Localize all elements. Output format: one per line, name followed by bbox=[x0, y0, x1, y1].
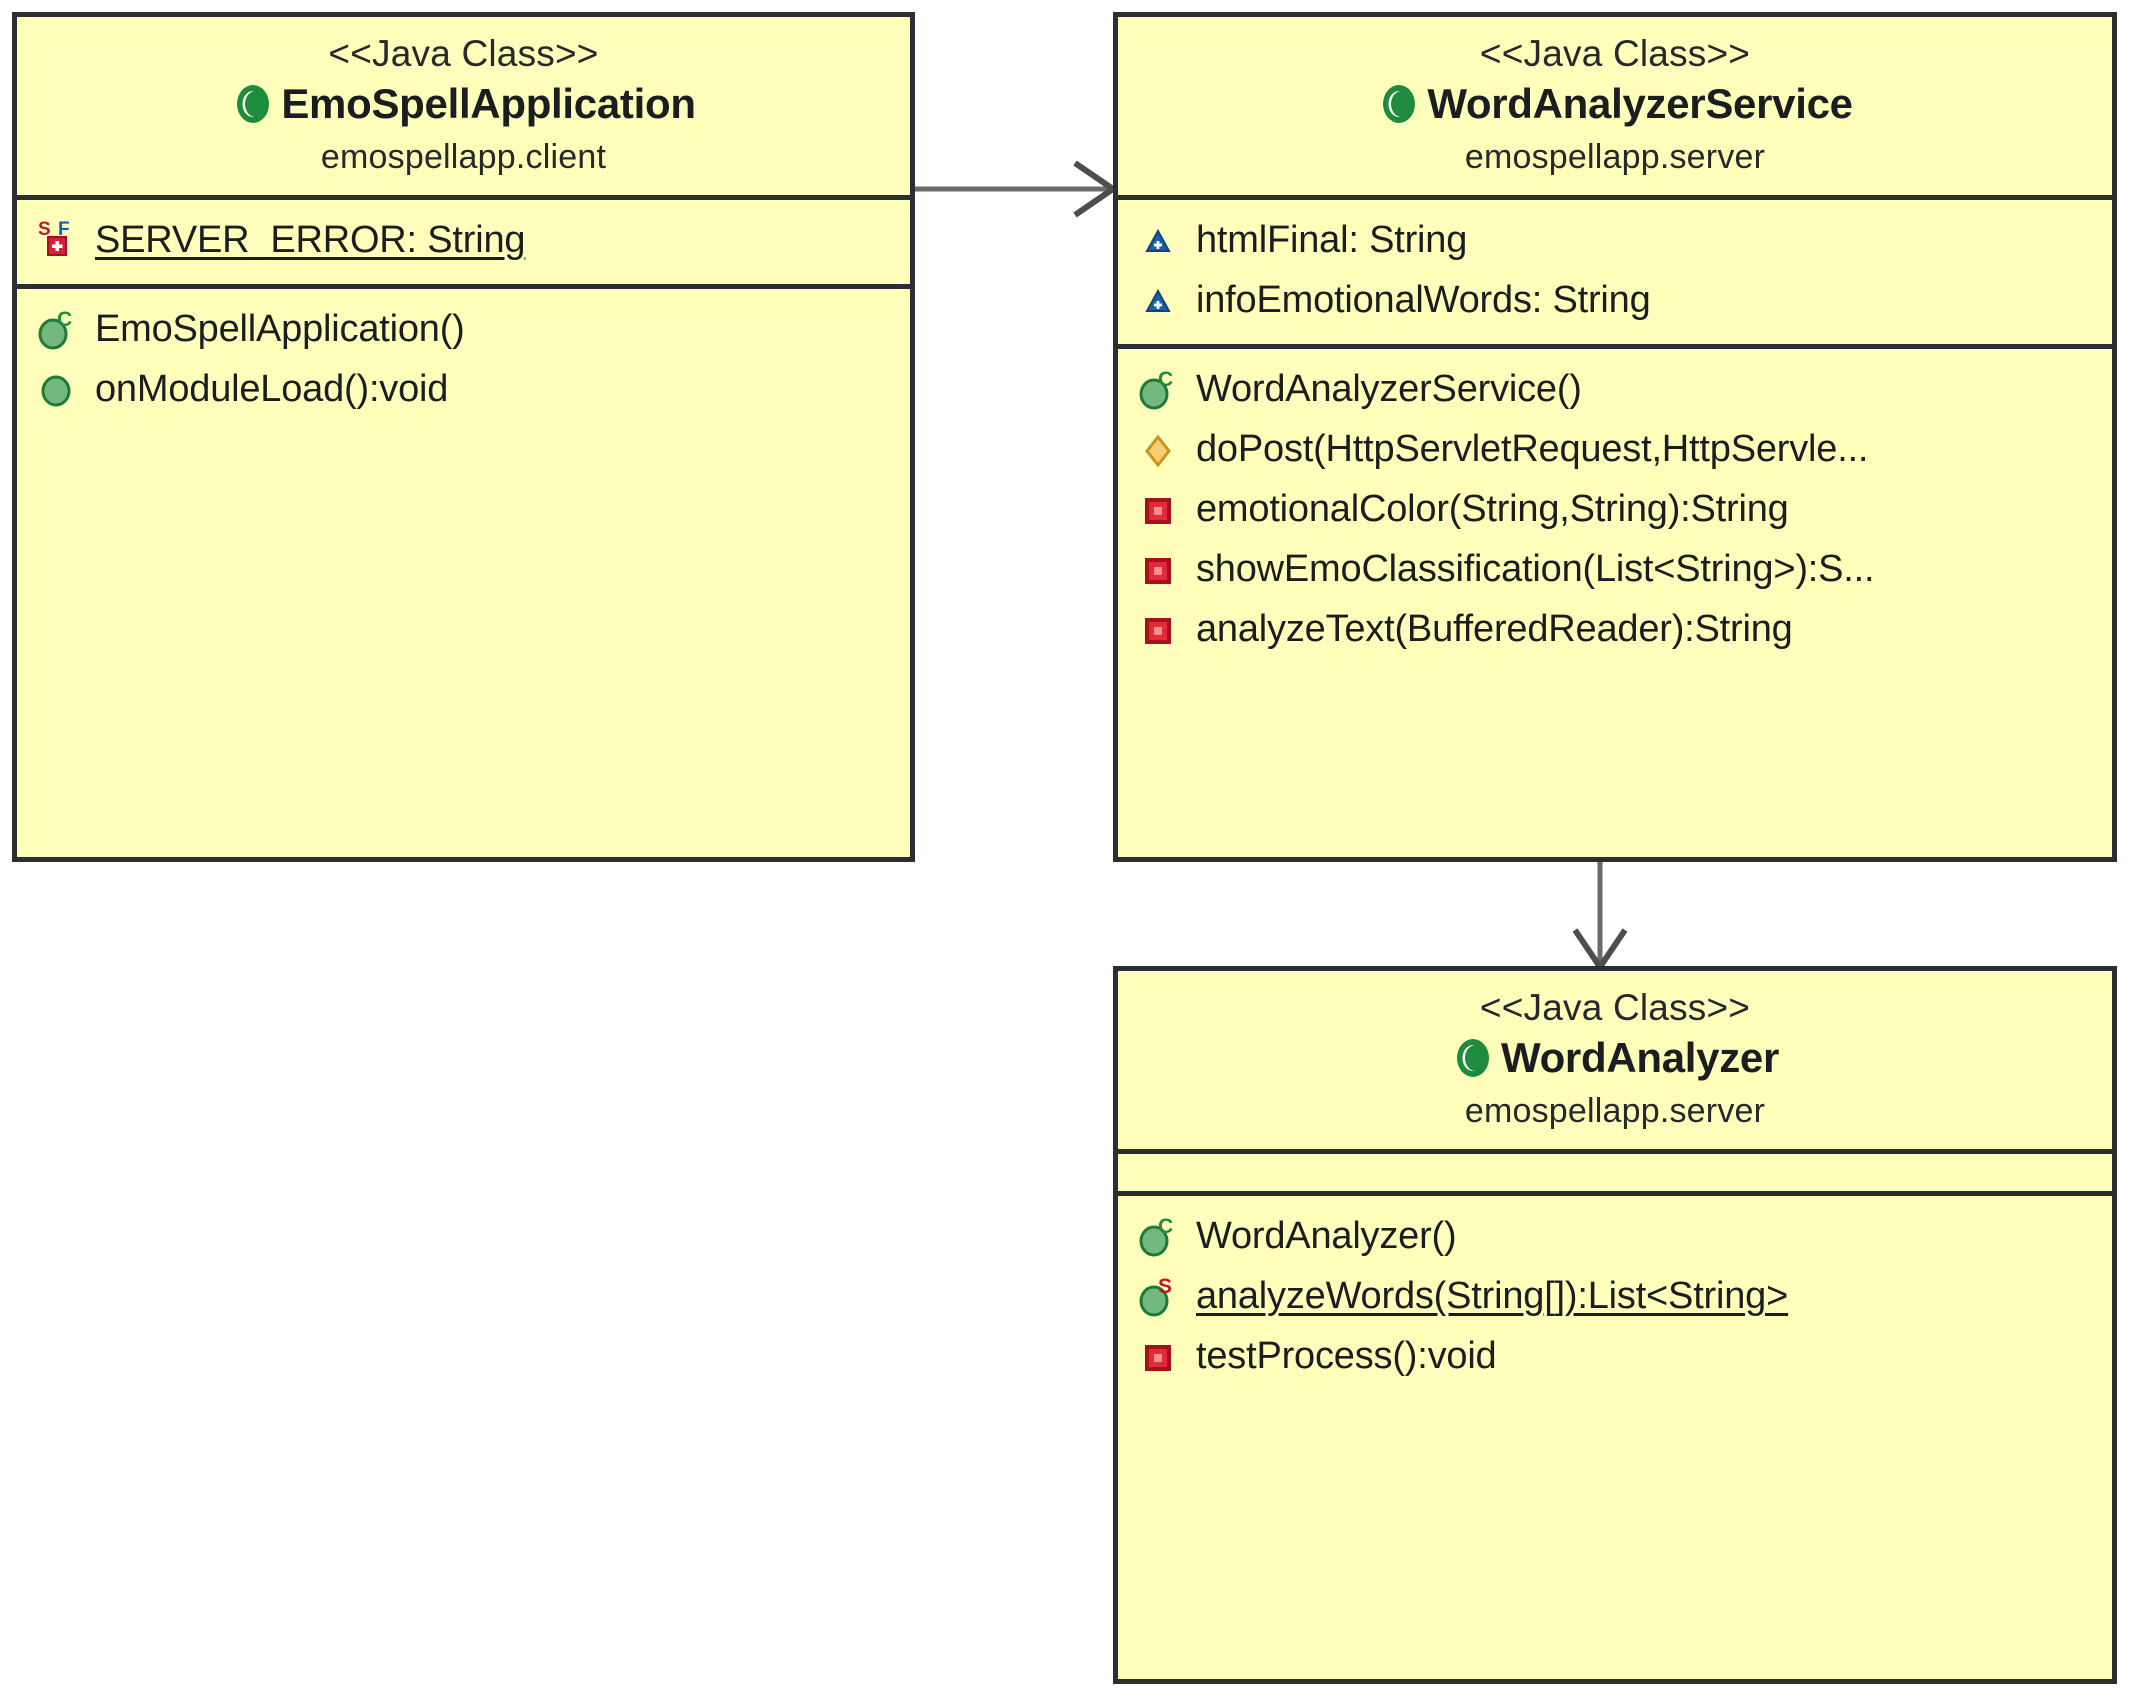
class-package: emospellapp.server bbox=[1464, 138, 1766, 177]
field-row[interactable]: htmlFinal: String bbox=[1118, 210, 2112, 270]
class-stereotype: <<Java Class>> bbox=[1479, 33, 1751, 74]
method-row[interactable]: C WordAnalyzerService() bbox=[1118, 359, 2112, 419]
field-label: SERVER_ERROR: String bbox=[95, 218, 526, 261]
connector-app-to-service bbox=[915, 160, 1119, 218]
class-header-emospellapplication: <<Java Class>> EmoSpellApplication emosp… bbox=[17, 17, 910, 195]
fields-compartment-wordanalyzerservice: htmlFinal: String infoEmotionalWords: St… bbox=[1118, 195, 2112, 344]
class-header-wordanalyzer: <<Java Class>> WordAnalyzer emospellapp.… bbox=[1118, 971, 2112, 1149]
svg-text:S: S bbox=[38, 219, 51, 240]
method-row[interactable]: doPost(HttpServletRequest,HttpServle... bbox=[1118, 419, 2112, 479]
class-title-row: WordAnalyzerService bbox=[1128, 80, 2102, 128]
public-constructor-icon: C bbox=[1138, 367, 1182, 411]
method-label: onModuleLoad():void bbox=[95, 367, 449, 410]
method-label: analyzeWords(String[]):List<String> bbox=[1196, 1274, 1789, 1317]
class-box-wordanalyzerservice[interactable]: <<Java Class>> WordAnalyzerService emosp… bbox=[1113, 12, 2117, 862]
method-row[interactable]: analyzeText(BufferedReader):String bbox=[1118, 599, 2112, 659]
green-class-icon bbox=[1377, 82, 1421, 126]
public-static-method-icon: S bbox=[1138, 1274, 1182, 1318]
method-label: WordAnalyzer() bbox=[1196, 1214, 1457, 1257]
class-package: emospellapp.server bbox=[1464, 1092, 1766, 1131]
public-method-icon bbox=[37, 367, 81, 411]
fields-compartment-emospellapplication: S F SERVER_ERROR: String bbox=[17, 195, 910, 284]
public-constructor-icon: C bbox=[1138, 1214, 1182, 1258]
protected-method-icon bbox=[1138, 427, 1182, 471]
method-row[interactable]: C WordAnalyzer() bbox=[1118, 1206, 2112, 1266]
class-header-wordanalyzerservice: <<Java Class>> WordAnalyzerService emosp… bbox=[1118, 17, 2112, 195]
class-title-row: EmoSpellApplication bbox=[27, 80, 900, 128]
private-method-icon bbox=[1138, 607, 1182, 651]
method-row[interactable]: S analyzeWords(String[]):List<String> bbox=[1118, 1266, 2112, 1326]
green-class-icon bbox=[231, 82, 275, 126]
private-method-icon bbox=[1138, 1334, 1182, 1378]
method-label: WordAnalyzerService() bbox=[1196, 367, 1582, 410]
static-final-field-icon: S F bbox=[37, 218, 81, 262]
class-box-emospellapplication[interactable]: <<Java Class>> EmoSpellApplication emosp… bbox=[12, 12, 915, 862]
fields-compartment-wordanalyzer bbox=[1118, 1149, 2112, 1191]
class-box-wordanalyzer[interactable]: <<Java Class>> WordAnalyzer emospellapp.… bbox=[1113, 966, 2117, 1684]
method-row[interactable]: C EmoSpellApplication() bbox=[17, 299, 910, 359]
method-label: doPost(HttpServletRequest,HttpServle... bbox=[1196, 427, 1869, 470]
method-label: analyzeText(BufferedReader):String bbox=[1196, 607, 1793, 650]
protected-field-icon bbox=[1138, 278, 1182, 322]
class-stereotype: <<Java Class>> bbox=[328, 33, 599, 74]
method-label: emotionalColor(String,String):String bbox=[1196, 487, 1789, 530]
method-label: testProcess():void bbox=[1196, 1334, 1497, 1377]
field-label: htmlFinal: String bbox=[1196, 218, 1468, 261]
svg-text:C: C bbox=[57, 308, 72, 331]
private-method-icon bbox=[1138, 547, 1182, 591]
public-constructor-icon: C bbox=[37, 307, 81, 351]
class-name: EmoSpellApplication bbox=[281, 80, 696, 128]
field-label: infoEmotionalWords: String bbox=[1196, 278, 1651, 321]
green-class-icon bbox=[1451, 1036, 1495, 1080]
protected-field-icon bbox=[1138, 218, 1182, 262]
method-label: showEmoClassification(List<String>):S... bbox=[1196, 547, 1875, 590]
svg-text:S: S bbox=[1158, 1275, 1172, 1298]
method-row[interactable]: emotionalColor(String,String):String bbox=[1118, 479, 2112, 539]
methods-compartment-wordanalyzerservice: C WordAnalyzerService() doPost(HttpServl… bbox=[1118, 344, 2112, 857]
method-row[interactable]: onModuleLoad():void bbox=[17, 359, 910, 419]
method-row[interactable]: showEmoClassification(List<String>):S... bbox=[1118, 539, 2112, 599]
method-label: EmoSpellApplication() bbox=[95, 307, 465, 350]
svg-text:C: C bbox=[1158, 1215, 1173, 1238]
class-name: WordAnalyzerService bbox=[1427, 80, 1853, 128]
connector-service-to-analyzer bbox=[1572, 860, 1628, 973]
class-title-row: WordAnalyzer bbox=[1128, 1034, 2102, 1082]
class-name: WordAnalyzer bbox=[1500, 1034, 1779, 1082]
methods-compartment-emospellapplication: C EmoSpellApplication() onModuleLoad():v… bbox=[17, 284, 910, 857]
svg-text:F: F bbox=[58, 219, 70, 240]
field-row[interactable]: S F SERVER_ERROR: String bbox=[17, 210, 910, 270]
class-stereotype: <<Java Class>> bbox=[1479, 987, 1751, 1028]
field-row[interactable]: infoEmotionalWords: String bbox=[1118, 270, 2112, 330]
private-method-icon bbox=[1138, 487, 1182, 531]
methods-compartment-wordanalyzer: C WordAnalyzer() S analyzeWords(String[]… bbox=[1118, 1191, 2112, 1679]
svg-text:C: C bbox=[1158, 368, 1173, 391]
method-row[interactable]: testProcess():void bbox=[1118, 1326, 2112, 1386]
class-package: emospellapp.client bbox=[320, 138, 607, 177]
